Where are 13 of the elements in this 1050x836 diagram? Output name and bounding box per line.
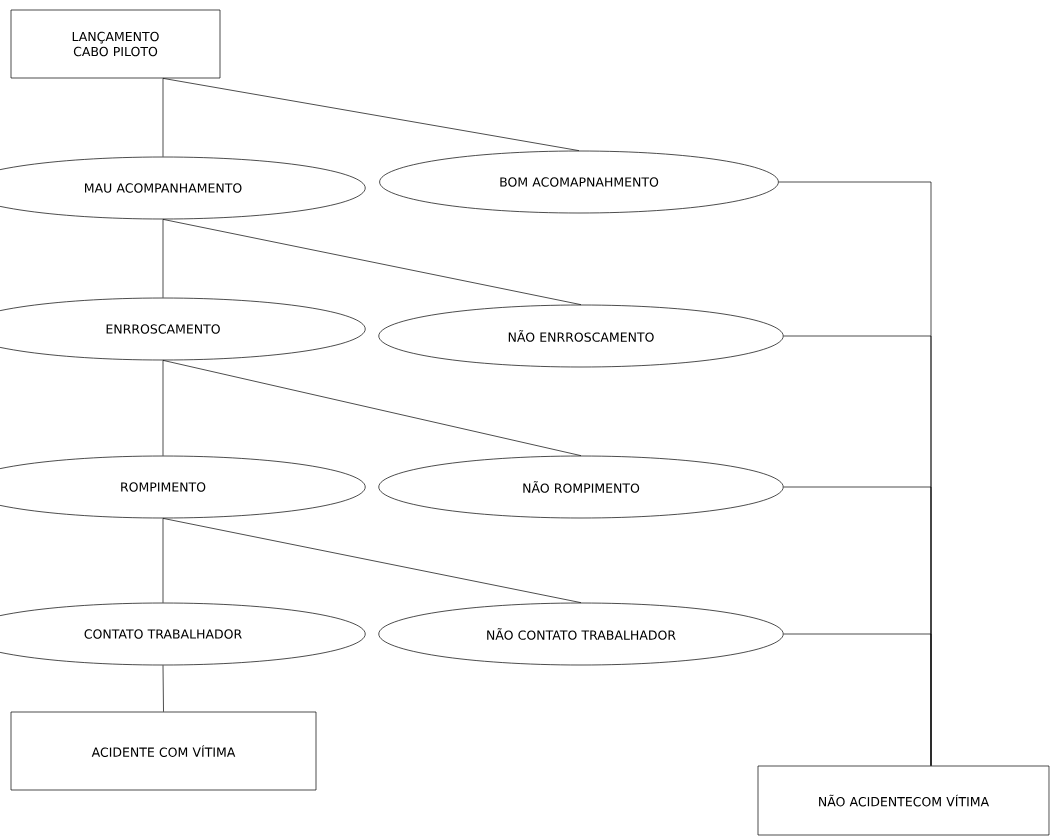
connector-line xyxy=(162,78,580,151)
process-box: LANÇAMENTO CABO PILOTO xyxy=(10,9,221,79)
connector-line xyxy=(783,633,932,766)
process-box: ACIDENTE COM VÍTIMA xyxy=(10,711,317,791)
process-box: NÃO ACIDENTECOM VÍTIMA xyxy=(757,765,1050,836)
connector-line xyxy=(162,518,164,603)
connector-line xyxy=(162,665,164,712)
connector-line xyxy=(162,360,164,456)
connector-line xyxy=(162,219,582,305)
connector-line xyxy=(162,518,582,603)
connector-line xyxy=(162,219,164,298)
connector-line xyxy=(162,78,164,157)
connector-line xyxy=(162,360,582,456)
